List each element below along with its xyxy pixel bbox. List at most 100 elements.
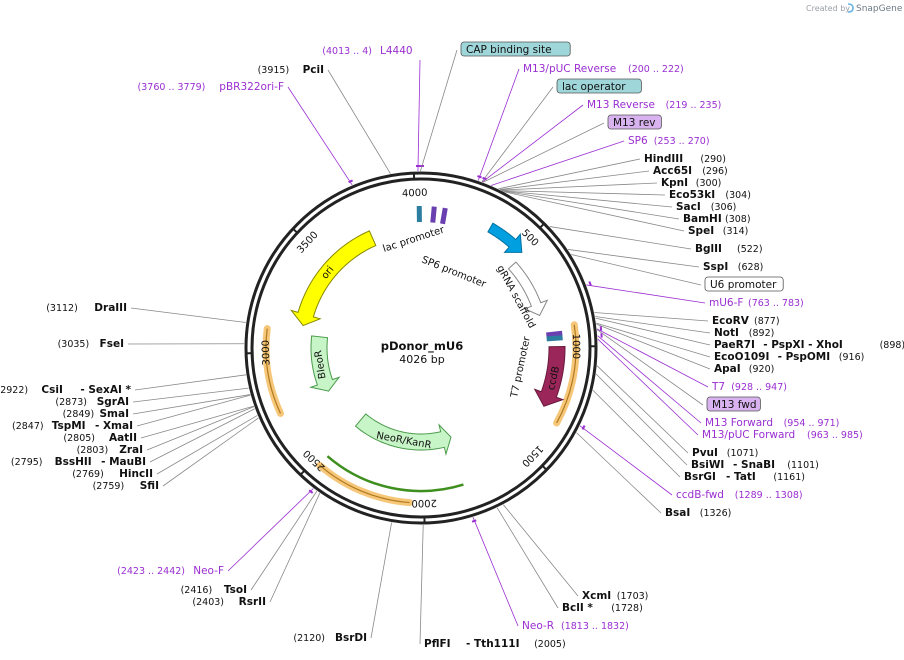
leader-line [595,373,688,466]
label-hincii[interactable]: HincII(2769) [72,468,153,480]
label-u6-promoter-box[interactable]: U6 promoter [704,276,784,292]
label-tsoi[interactable]: TsoI(2416) [181,584,247,596]
label-t7[interactable]: T7(928 .. 947) [711,381,787,393]
cap-binding-site-text: CAP binding site [466,44,552,56]
tick-label: 2000 [411,497,437,509]
leader-line [250,490,318,591]
csii-name: CsiI [41,384,62,396]
bsai-position: (1326) [700,508,732,519]
label-bsiwi[interactable]: BsiWI- SnaBI(1101) [691,459,819,471]
label-m13-fwd[interactable]: M13 fwd [706,396,761,412]
noti-name: NotI [714,327,739,339]
bcli-name: BclI * [562,602,593,614]
feature-bleor [308,335,341,392]
label-kpni[interactable]: KpnI(300) [661,177,721,189]
label-cap-binding-site[interactable]: CAP binding site [460,41,571,57]
neor-track [326,455,464,493]
l4440-position: (4013 .. 4) [322,46,372,57]
label-sspi[interactable]: SspI(628) [703,261,763,273]
l4440-name: L4440 [380,45,413,57]
label-smai[interactable]: SmaI(2849) [63,408,129,420]
fsei-name: FseI [100,338,124,350]
xcmi-name: XcmI [582,590,611,602]
aatii-name: AatII [109,432,137,444]
label-bcli[interactable]: BclI *(1728) [562,602,643,614]
pflfi-position: (2005) [534,639,566,650]
label-m13-forward[interactable]: M13 Forward(954 .. 971) [705,417,839,429]
leader-line [579,425,673,496]
label-pbr322ori-f[interactable]: pBR322ori-F(3760 .. 3779) [138,81,284,93]
bsshii-position: (2795) [11,457,43,468]
label-ecoo109i[interactable]: EcoO109I- PspOMI(916) [714,351,864,363]
leader-line [370,522,392,639]
label-m13-reverse[interactable]: M13 Reverse(219 .. 235) [587,99,721,111]
label-l4440[interactable]: (4013 .. 4) L4440 [322,45,412,57]
label-aatii[interactable]: AatII(2805) [63,432,137,444]
label-bsrgi[interactable]: BsrGI- TatI(1161) [684,471,805,483]
label-ccdb-fwd[interactable]: ccdB-fwd(1289 .. 1308) [676,489,803,501]
leader-line [594,312,709,322]
tick-label: 1500 [519,443,545,469]
label-noti[interactable]: NotI (892) [714,327,774,339]
label-bamhi[interactable]: BamHI(308) [683,213,751,225]
label-bsai[interactable]: BsaI(1326) [665,507,731,519]
label-sfii[interactable]: SfiI(2759) [93,480,159,492]
t7-promoter-label: T7 promoter [509,335,533,400]
pvui-position: (1071) [727,448,759,459]
noti-position: (892) [749,328,775,339]
label-sp6[interactable]: SP6(253 .. 270) [628,135,710,147]
feature-highlight-edge [319,464,410,504]
label-neo-f[interactable]: Neo-F(2423 .. 2442) [117,565,224,577]
leader-line [571,254,702,286]
site-marker [546,330,563,338]
label-bsshii[interactable]: BssHII- MauBI(2795) [11,456,146,468]
label-ecorv[interactable]: EcoRV(877) [712,315,780,327]
u6-promoter-box-box [704,276,784,292]
primer-mark [477,175,482,179]
label-m13-puc-forward[interactable]: M13/pUC Forward(963 .. 985) [702,429,863,441]
leader-line [597,335,702,424]
label-pflfi[interactable]: PflFI- Tth111I(2005) [424,638,566,650]
label-paer7i[interactable]: PaeR7I- PspXI - XhoI(898) [714,339,904,351]
label-draiii[interactable]: DraIII(3112) [46,302,127,314]
label-tspmi[interactable]: TspMI- XmaI(2847) [12,420,133,432]
tick-mark [291,227,299,235]
tick-label: 3500 [295,230,320,256]
kpni-name: KpnI [661,177,688,189]
label-zrai[interactable]: ZraI(2803) [77,444,143,456]
label-m13-rev[interactable]: M13 rev [607,114,662,130]
label-pcii[interactable]: PciI(3915) [258,64,324,76]
apai-name: ApaI [714,363,741,375]
tsoi-name: TsoI [224,584,247,596]
label-csii[interactable]: CsiI- SexAI *(2922) [0,384,132,396]
leader-line [417,59,421,172]
label-acc65i[interactable]: Acc65I(296) [653,165,728,177]
label-eco53ki[interactable]: Eco53kI(304) [669,189,751,201]
label-apai[interactable]: ApaI (920) [714,363,774,375]
sspi-name: SspI [703,261,728,273]
label-bglii[interactable]: BglII(522) [695,243,763,255]
label-rsrii[interactable]: RsrII(2403) [192,596,266,608]
mu6-f-position: (763 .. 783) [748,298,804,309]
leader-line [132,387,249,403]
smai-name: SmaI [100,408,130,420]
label-xcmi[interactable]: XcmI(1703) [582,590,648,602]
label-saci[interactable]: SacI(306) [676,201,736,213]
feature-highlight-arc [316,461,414,507]
leader-line [419,524,424,645]
label-pvui[interactable]: PvuI(1071) [692,447,758,459]
label-neo-r[interactable]: Neo-R(1813 .. 1832) [522,620,629,632]
m13-puc-forward-position: (963 .. 985) [807,430,863,441]
label-m13-puc-reverse[interactable]: M13/pUC Reverse(200 .. 222) [523,63,684,75]
site-marker [546,335,563,342]
sgrai-name: SgrAI [97,396,129,408]
label-mu6-f[interactable]: mU6-F(763 .. 783) [709,297,804,309]
label-spei[interactable]: SpeI(314) [688,225,748,237]
label-hindiii[interactable]: HindIII(290) [644,153,726,165]
label-fsei[interactable]: FseI(3035) [58,338,124,350]
u6-promoter-box-text: U6 promoter [710,279,777,291]
label-lac-operator[interactable]: lac operator [556,78,642,94]
label-sgrai[interactable]: SgrAI(2873) [55,396,129,408]
apai-position: (920) [749,364,775,375]
label-bsrdi[interactable]: BsrDI(2120) [293,632,367,644]
